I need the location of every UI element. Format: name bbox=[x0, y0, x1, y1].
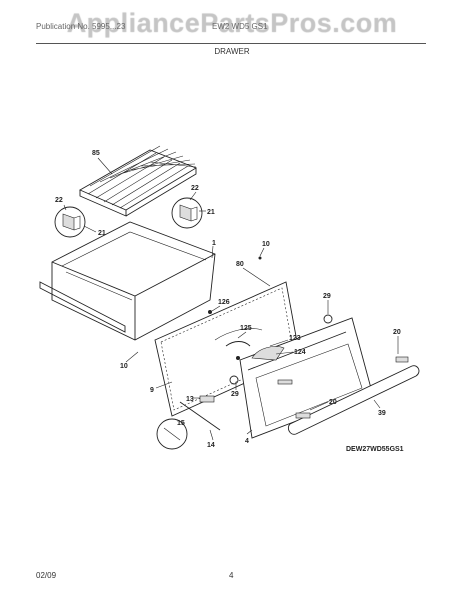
vent-125 bbox=[225, 341, 251, 347]
callout-14: 14 bbox=[207, 442, 215, 449]
callout-29-top: 29 bbox=[323, 293, 331, 300]
callout-22-right: 22 bbox=[191, 185, 199, 192]
callout-126: 126 bbox=[218, 299, 230, 306]
right-roller-detail bbox=[171, 197, 203, 229]
callout-10-top: 10 bbox=[262, 241, 270, 248]
screw-29-top bbox=[323, 314, 333, 324]
callout-labels: 85 22 21 22 21 1 10 80 126 29 125 123 12… bbox=[55, 150, 401, 449]
callout-85: 85 bbox=[92, 150, 100, 157]
bracket-15-detail bbox=[156, 418, 188, 450]
footer-page-number: 4 bbox=[229, 571, 234, 580]
section-title: DRAWER bbox=[214, 47, 250, 56]
callout-29-bottom: 29 bbox=[231, 391, 239, 398]
callout-21-right: 21 bbox=[207, 209, 215, 216]
header-rule bbox=[36, 43, 426, 44]
rack-part bbox=[78, 145, 198, 217]
callout-80: 80 bbox=[236, 261, 244, 268]
callout-4: 4 bbox=[245, 438, 249, 445]
callout-9: 9 bbox=[150, 387, 154, 394]
callout-22-left: 22 bbox=[55, 197, 63, 204]
callout-123: 123 bbox=[289, 335, 301, 342]
callout-1: 1 bbox=[212, 240, 216, 247]
model-header: EW2 WD5 GS1 bbox=[212, 22, 268, 31]
callout-20-bottom: 20 bbox=[329, 399, 337, 406]
footer-date: 02/09 bbox=[36, 571, 57, 580]
screw-29-bottom bbox=[229, 375, 239, 385]
publication-number: Publication No. 5995...23 bbox=[36, 22, 126, 31]
callout-15: 15 bbox=[177, 420, 185, 427]
callout-20-top: 20 bbox=[393, 329, 401, 336]
rail-14 bbox=[179, 401, 221, 431]
clip-13 bbox=[199, 395, 215, 403]
leader-lines bbox=[63, 157, 399, 441]
callout-39: 39 bbox=[378, 410, 386, 417]
callout-21-left: 21 bbox=[98, 230, 106, 237]
callout-124: 124 bbox=[294, 349, 306, 356]
left-roller-detail bbox=[54, 206, 86, 238]
drawer-handle bbox=[287, 356, 420, 435]
drawer-box bbox=[39, 221, 216, 341]
screw-10-top bbox=[258, 256, 262, 260]
watermark: AppliancePartsPros.com bbox=[66, 8, 398, 38]
callout-10-left: 10 bbox=[120, 363, 128, 370]
callout-13: 13 bbox=[186, 396, 194, 403]
model-code: DEW27WD55GS1 bbox=[346, 446, 404, 453]
callout-125: 125 bbox=[240, 325, 252, 332]
